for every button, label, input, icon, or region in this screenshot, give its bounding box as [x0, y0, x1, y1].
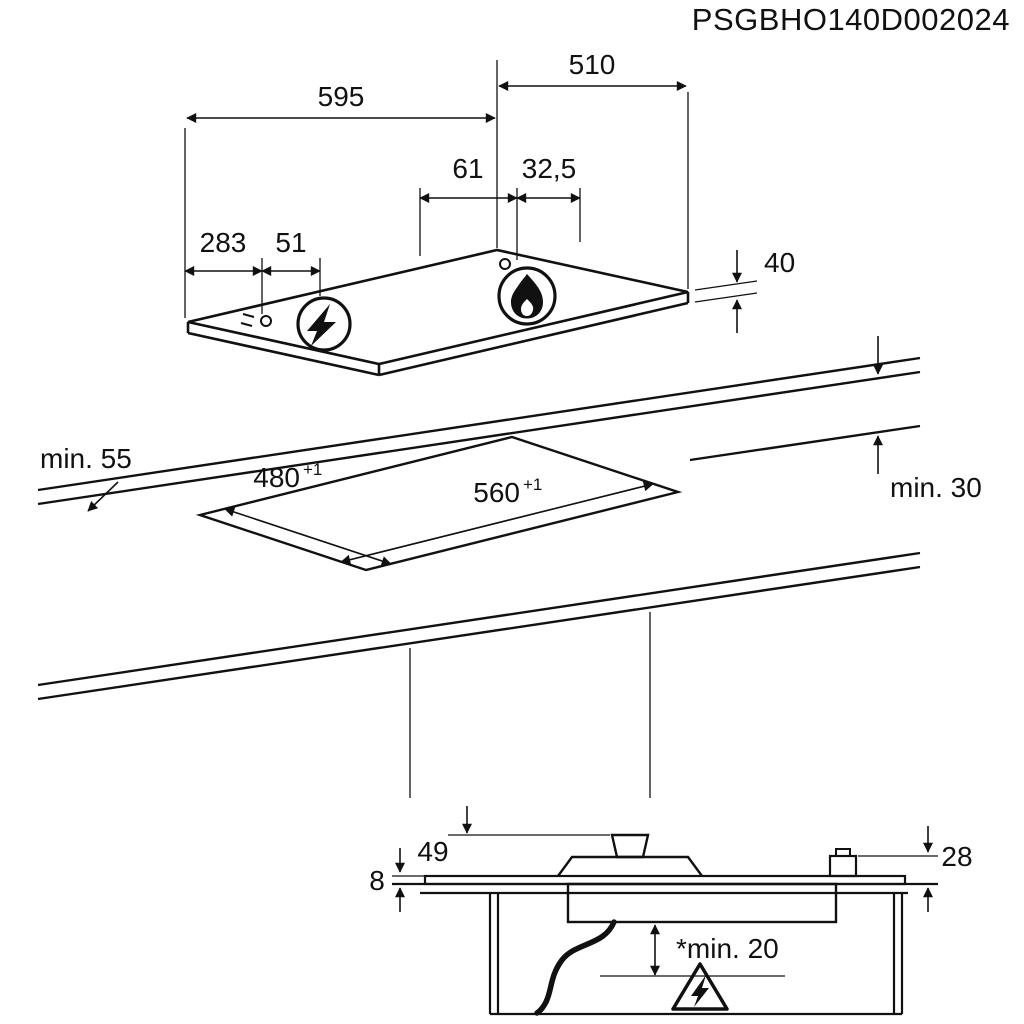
cross-section-view: 49 8 28 *min. 20: [369, 806, 973, 1016]
hob-perspective-view: 595 510 61 32,5 283 51 40: [184, 49, 795, 377]
dimension-line-cutout-width: [340, 481, 654, 565]
hob-edge: [378, 301, 689, 377]
tick-mark: [242, 313, 255, 318]
hob-edge: [187, 331, 380, 377]
cutout-depth-tolerance: +1: [303, 460, 322, 479]
hazard-lightning-bolt: [691, 975, 709, 1007]
pan-support-profile: [557, 855, 703, 877]
worktop-underside-edge: [689, 424, 921, 462]
edge-height-label: 28: [941, 841, 972, 872]
burner-cap-profile: [610, 833, 650, 859]
gas-connection-block: [828, 854, 858, 878]
worktop-back-edge-lower: [37, 370, 921, 506]
hob-height-label: 40: [764, 247, 795, 278]
below-clearance-label: *min. 20: [676, 933, 779, 964]
wall-clearance-arrow: [87, 481, 119, 512]
hob-depth-label: 510: [569, 49, 616, 80]
support-height-label: 49: [417, 836, 448, 867]
gas-burner-ring: [497, 266, 557, 326]
burner-offset-b-label: 32,5: [522, 153, 577, 184]
cutout-width-tolerance: +1: [523, 475, 542, 494]
ignition-dot: [499, 258, 511, 270]
lightning-bolt-icon: [307, 304, 336, 346]
tick-mark: [240, 322, 253, 327]
extension-line: [694, 292, 758, 303]
wall-clearance-label: min. 55: [40, 443, 132, 474]
hob-top-surface: [187, 248, 689, 366]
worktop-front-edge-lower: [37, 565, 921, 701]
worktop-front-edge: [37, 551, 921, 687]
extension-line: [694, 280, 758, 291]
hob-width-label: 595: [318, 81, 365, 112]
cutout-opening: [195, 435, 683, 572]
worktop-back-edge: [37, 356, 921, 492]
burner-offset-a-label: 61: [452, 153, 483, 184]
flame-icon-inner: [521, 299, 534, 316]
gas-connection-cap: [835, 848, 851, 857]
glass-thickness-label: 8: [369, 865, 385, 896]
model-number: PSGBHO140D002024: [692, 2, 1010, 37]
mains-cable: [534, 919, 617, 1016]
warning-triangle: [671, 962, 729, 1011]
ignition-dot: [260, 315, 272, 327]
glass-section: [423, 874, 907, 886]
flame-icon: [511, 274, 543, 319]
electric-burner-ring: [296, 296, 352, 352]
electric-burner-icon: [296, 296, 352, 352]
cutout-width-label: 560: [473, 477, 520, 508]
gas-burner-icon: [497, 266, 557, 326]
thickness-clearance-label: min. 30: [890, 472, 982, 503]
electrical-hazard-icon: [671, 962, 729, 1011]
left-offset-label: 283: [200, 227, 247, 258]
ignition-offset-label: 51: [275, 227, 306, 258]
hob-body-section: [566, 882, 838, 924]
worktop-cutout-view: 480 +1 560 +1 min. 55 min. 30: [37, 336, 982, 798]
cutout-depth-label: 480: [253, 462, 300, 493]
